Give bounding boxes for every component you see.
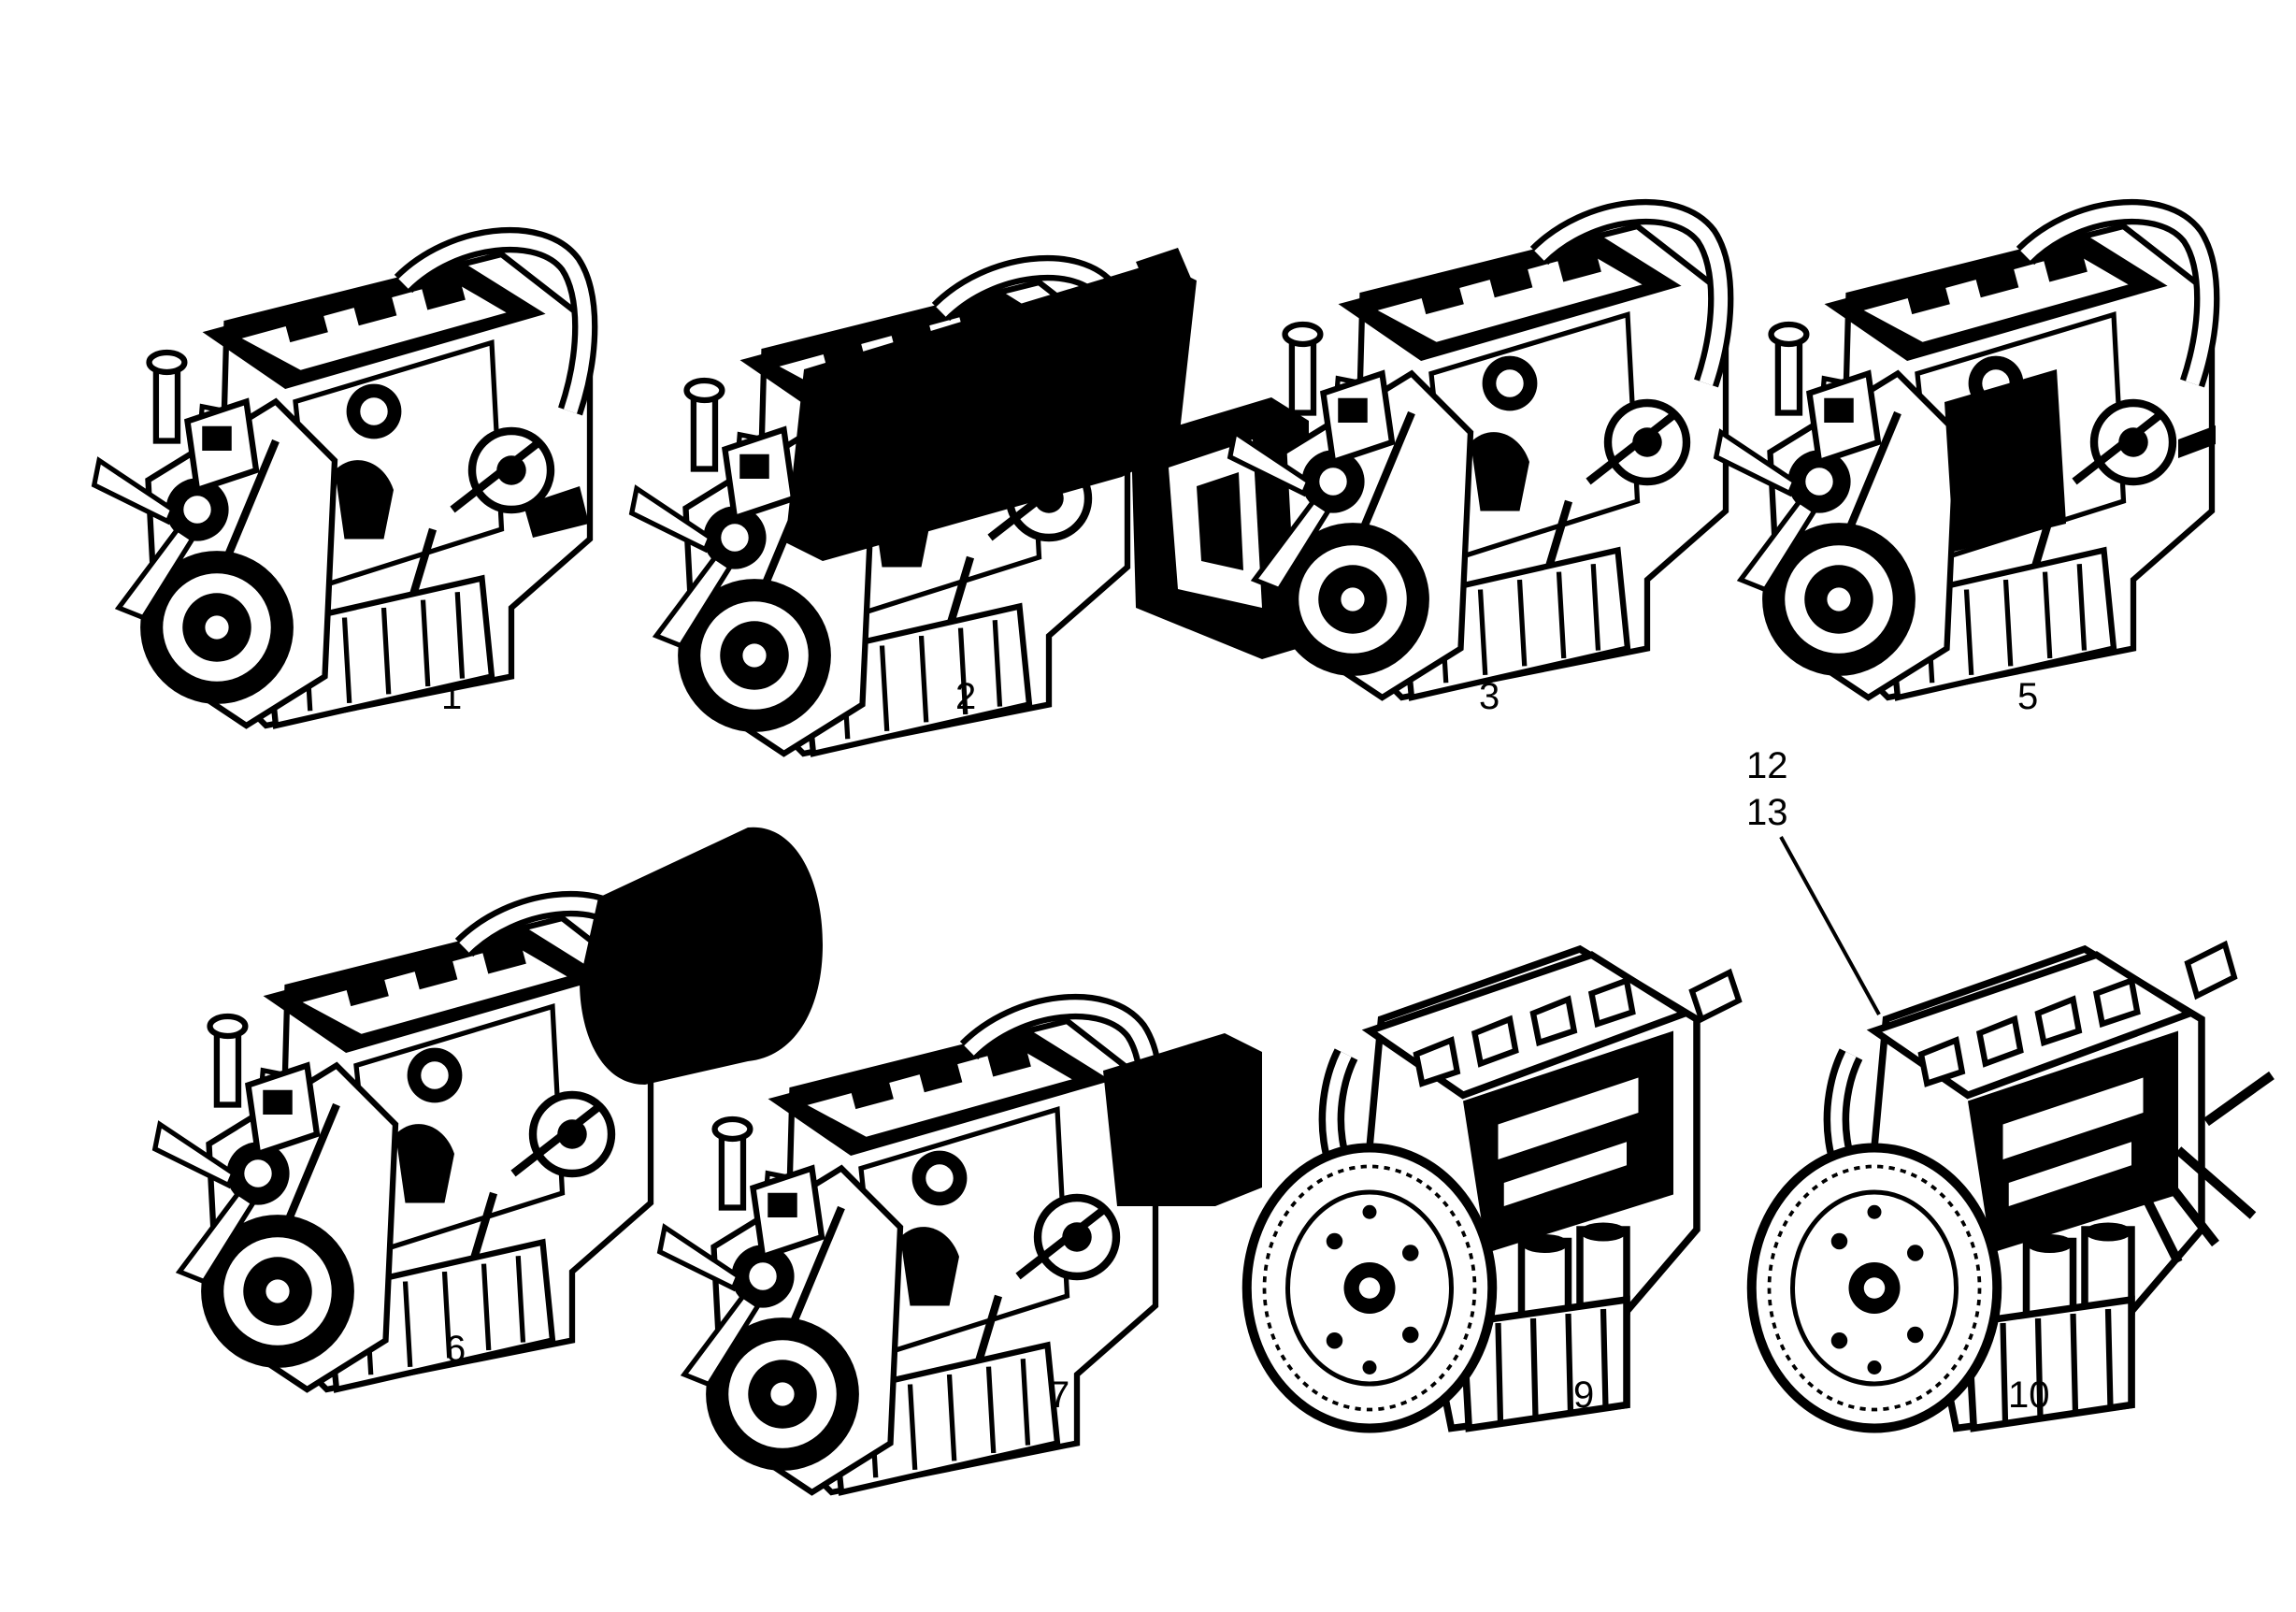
engine-illustration-5 — [1716, 212, 2216, 698]
callout-label-9: 9 — [1573, 1375, 1594, 1416]
callout-label-3: 3 — [1479, 676, 1500, 717]
callout-label-1: 1 — [441, 676, 462, 717]
engine-illustration-1 — [94, 240, 590, 726]
leader-line — [1779, 836, 1881, 1015]
callout-label-7: 7 — [1049, 1375, 1069, 1416]
callout-label-2: 2 — [955, 676, 976, 717]
engine-illustration-10 — [1752, 944, 2274, 1429]
callout-label-6: 6 — [445, 1329, 466, 1370]
callout-label-12: 12 — [1746, 745, 1788, 786]
side-block-part — [1944, 369, 2066, 552]
engine-illustration-9 — [1247, 949, 1743, 1429]
box-unit-part — [1103, 1033, 1262, 1206]
engine-illustration-2 — [632, 248, 1197, 754]
cable-bundle — [2127, 1071, 2274, 1265]
cylinder-filter-part — [580, 827, 823, 1085]
callout-label-10: 10 — [2008, 1375, 2050, 1416]
callout-label-13: 13 — [1746, 792, 1788, 833]
side-cover-part — [785, 262, 1197, 561]
callout-label-5: 5 — [2017, 676, 2038, 717]
